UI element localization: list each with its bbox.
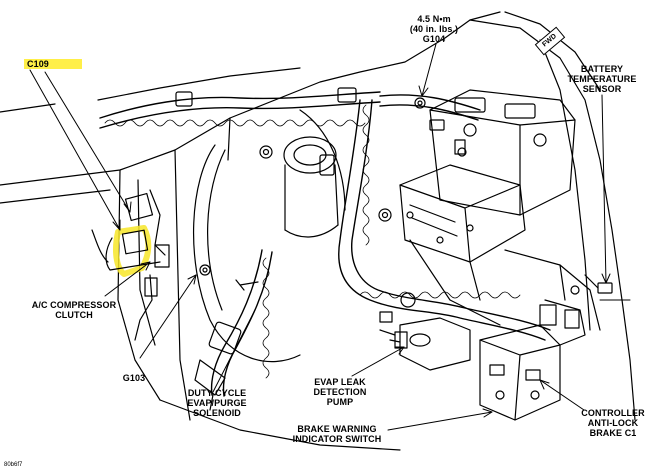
battery-tray — [504, 249, 601, 331]
ac-line2: CLUTCH — [55, 310, 93, 320]
battery-temp-line2: TEMPERATURE — [567, 74, 637, 84]
g103-text: G103 — [122, 373, 146, 383]
duty-line3: SOLENOID — [193, 408, 241, 418]
abs-controller — [479, 299, 586, 421]
battery — [429, 89, 576, 216]
g104-label: G104 — [422, 34, 446, 44]
brake-line2: INDICATOR SWITCH — [292, 434, 382, 444]
g103-label: G103 — [114, 373, 154, 383]
evap-leak-pump — [379, 317, 471, 371]
torque-label-line2: (40 in. lbs.) — [409, 24, 459, 34]
evap-line2: DETECTION — [313, 387, 367, 397]
battery-temp-line1: BATTERY — [580, 64, 624, 74]
evap-leak-pump-label: EVAP LEAK DETECTION PUMP — [302, 377, 378, 407]
body-outline — [0, 11, 636, 451]
c109-text: C109 — [27, 59, 49, 69]
ctrl-line3: BRAKE C1 — [589, 428, 637, 438]
evap-line3: PUMP — [326, 397, 354, 407]
duty-cycle-solenoid — [194, 321, 242, 411]
harness-connectors — [175, 87, 613, 323]
battery-temp-line3: SENSOR — [582, 84, 622, 94]
figure-id: 80b6f7 — [4, 462, 23, 468]
c109-label-highlight — [24, 59, 82, 69]
battery-temp-sensor-label: BATTERY TEMPERATURE SENSOR — [562, 64, 642, 94]
evap-line1: EVAP LEAK — [314, 377, 366, 387]
torque-label-line1: 4.5 N•m — [417, 14, 451, 24]
ac-line1: A/C COMPRESSOR — [31, 300, 117, 310]
ctrl-line1: CONTROLLER — [581, 408, 645, 418]
power-distribution-center — [399, 164, 526, 326]
ctrl-line2: ANTI-LOCK — [587, 418, 639, 428]
leader-lines — [29, 43, 631, 431]
duty-line1: DUTY CYCLE — [187, 388, 247, 398]
duty-cycle-solenoid-label: DUTY CYCLE EVAP/PURGE SOLENOID — [172, 388, 262, 418]
controller-abs-label: CONTROLLER ANTI-LOCK BRAKE C1 — [580, 408, 646, 438]
duty-line2: EVAP/PURGE — [187, 398, 247, 408]
c109-label: C109 — [27, 59, 49, 69]
ac-compressor-clutch-label: A/C COMPRESSOR CLUTCH — [28, 300, 120, 320]
brake-warning-switch-label: BRAKE WARNING INDICATOR SWITCH — [286, 424, 388, 444]
torque-label: 4.5 N•m (40 in. lbs.) G104 — [404, 14, 464, 44]
brake-line1: BRAKE WARNING — [297, 424, 377, 434]
main-harness — [99, 91, 551, 397]
brake-booster — [193, 109, 346, 363]
ground-bolts — [199, 97, 426, 291]
